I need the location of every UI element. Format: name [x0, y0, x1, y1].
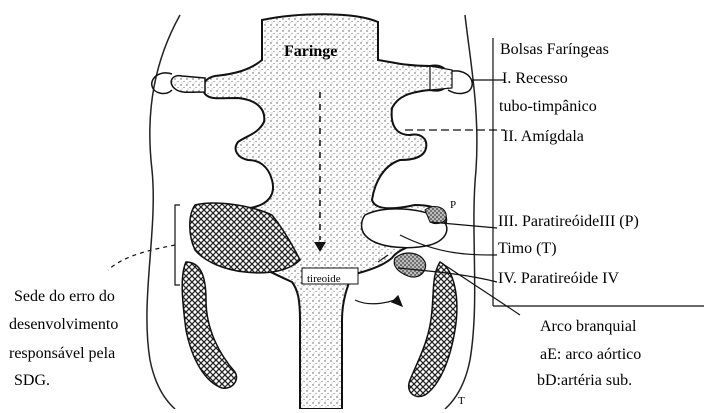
label-pharynx: Faringe	[284, 43, 337, 61]
label-pouch-I-b: tubo-timpânico	[499, 98, 597, 116]
label-arch-line3: bD:artéria sub.	[537, 372, 632, 390]
malformation-site	[182, 203, 300, 388]
label-site-line4: SDG.	[14, 372, 50, 390]
legend-title: Bolsas Faríngeas	[500, 41, 609, 59]
label-pouch-III-b: Timo (T)	[498, 240, 557, 258]
marker-parathyroid: P	[450, 196, 456, 214]
label-site-line3: responsável pela	[9, 345, 115, 363]
marker-thymus: T	[458, 392, 465, 410]
label-pouch-IV: IV. Paratireóide IV	[498, 270, 619, 288]
pouch-I-right	[430, 66, 472, 93]
label-pouch-II: II. Amígdala	[503, 128, 584, 146]
label-site-line2: desenvolvimento	[9, 316, 118, 334]
label-pouch-III-a: III. ParatireóideIII (P)	[498, 213, 639, 231]
label-pouch-I-a: I. Recesso	[502, 70, 568, 88]
thymus-parathyroid-right	[362, 207, 457, 397]
label-arch-line1: Arco branquial	[540, 318, 636, 336]
label-site-line1: Sede do erro do	[14, 288, 115, 306]
label-arch-line2: aE: arco aórtico	[540, 346, 641, 364]
label-thyroid: tireoide	[307, 270, 341, 288]
pouch-I-left	[152, 73, 205, 94]
